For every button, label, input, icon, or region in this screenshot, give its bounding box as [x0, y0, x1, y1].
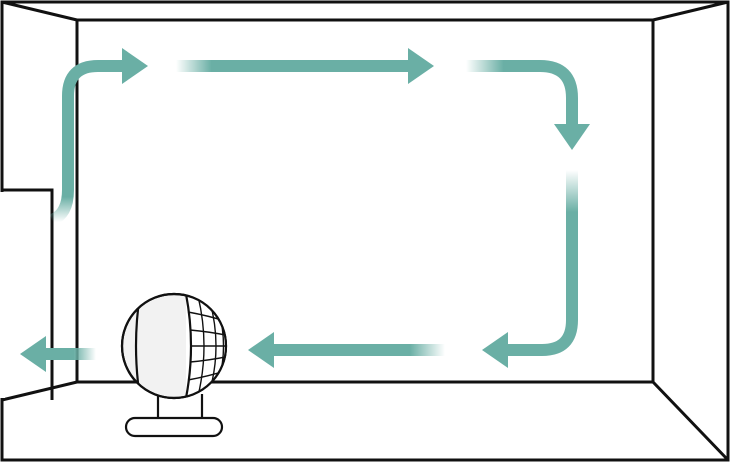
fan-grille-line: [189, 355, 226, 363]
fan-base: [124, 416, 224, 438]
fan-head-outline: [120, 292, 228, 400]
airflow-arrow-head: [122, 48, 148, 84]
airflow-arrow: [49, 60, 124, 226]
circulator-fan-icon: [120, 292, 228, 438]
airflow-arrow-head: [482, 332, 508, 368]
airflow-arrow: [508, 170, 578, 356]
airflow-arrow-head: [408, 48, 434, 84]
fan-grille-edge: [184, 294, 193, 398]
floor-edge-right: [651, 380, 730, 462]
fan-grille-line: [189, 329, 226, 337]
floor-edge-left: [1, 380, 78, 402]
doorway-gap: [0, 192, 5, 398]
fan-stand-neck: [156, 394, 204, 420]
airflow-arrow-head: [554, 124, 590, 150]
airflow-arrows: [20, 48, 590, 372]
airflow-arrow: [466, 60, 578, 124]
ceiling-edge-left: [1, 0, 78, 22]
airflow-arrow-head: [20, 336, 46, 372]
airflow-arrow-head: [248, 332, 274, 368]
left-wall-opening: [2, 188, 54, 400]
ceiling-edge-right: [652, 0, 729, 22]
room-back-wall: [75, 18, 655, 384]
